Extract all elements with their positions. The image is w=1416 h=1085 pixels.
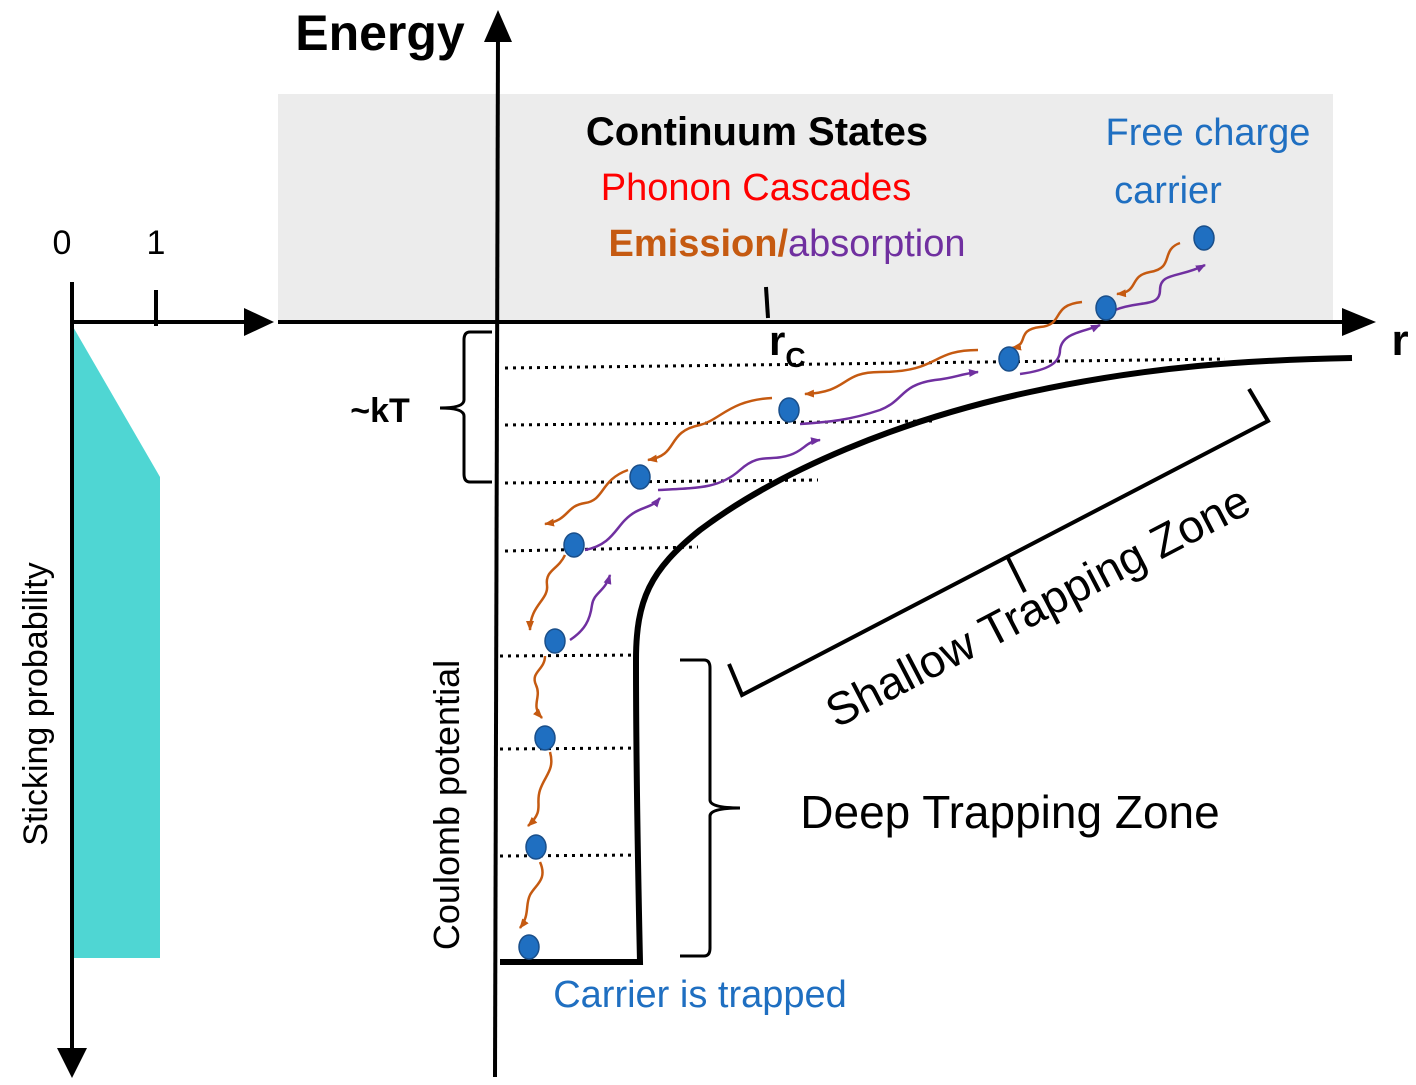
kt-label: ~kT — [350, 392, 410, 430]
free-carrier-dot — [1193, 225, 1215, 251]
probability-tick-1-label: 1 — [147, 224, 166, 262]
shallow-trapping-zone-label: Shallow Trapping Zone — [817, 474, 1258, 737]
emission-arrow — [544, 468, 629, 527]
energy-axis-label: Energy — [295, 5, 465, 61]
carrier-dot — [534, 725, 556, 751]
carrier-dot — [629, 464, 651, 490]
emission-arrow — [647, 396, 773, 463]
coulomb-potential-curve — [500, 355, 1353, 965]
emission-arrow — [518, 861, 544, 929]
emission-arrow — [532, 655, 547, 719]
carrier-dot — [563, 532, 585, 558]
continuum-states-title: Continuum States — [586, 110, 928, 154]
carrier-dot — [525, 834, 547, 860]
absorption-arrows — [569, 263, 1206, 642]
emission-arrows — [518, 241, 1181, 929]
carrier-dot — [1095, 295, 1117, 321]
energy-axis-arrow — [484, 10, 512, 42]
emission-arrow — [804, 348, 979, 398]
sticking-probability-fill — [72, 325, 160, 958]
free-charge-carrier-line1: Free charge — [1106, 112, 1311, 154]
absorption-arrow — [657, 437, 821, 492]
absorption-arrow — [799, 369, 979, 426]
shallow-trapping-bracket — [727, 387, 1271, 698]
shallow-trapping-bracket-tick — [1005, 555, 1027, 593]
probability-tick-0-label: 0 — [53, 224, 72, 262]
r-axis-arrow — [1342, 308, 1376, 336]
absorption-arrow — [1019, 323, 1101, 376]
energy-levels — [499, 357, 1226, 858]
emission-arrow — [1011, 300, 1083, 351]
rc-label: rC — [769, 317, 806, 373]
free-charge-carrier-line2: carrier — [1114, 170, 1222, 212]
carrier-dot — [998, 346, 1020, 372]
energy-level — [499, 653, 641, 658]
emission-arrow — [527, 751, 553, 827]
trapped-carrier-dot — [518, 934, 540, 960]
carrier-dot — [778, 397, 800, 423]
absorption-arrow — [569, 574, 612, 642]
phonon-cascades-label: Phonon Cascades — [601, 167, 912, 209]
absorption-arrow — [584, 497, 661, 552]
probability-axis-down-arrow — [57, 1048, 87, 1078]
rc-tick — [764, 286, 770, 319]
energy-level — [499, 853, 641, 858]
energy-axis — [493, 33, 500, 1078]
coulomb-potential-label: Coulomb potential — [426, 660, 467, 950]
emission-arrow — [1116, 241, 1181, 298]
energy-level — [504, 357, 1226, 370]
energy-level — [504, 545, 699, 553]
emission-arrow — [526, 554, 567, 631]
probability-axis-right-arrow — [244, 308, 274, 336]
carrier-trapped-label: Carrier is trapped — [553, 974, 847, 1016]
deep-trapping-brace — [680, 658, 741, 958]
kt-brace — [439, 330, 492, 484]
energy-level — [504, 419, 936, 427]
emission-absorption-label: Emission/absorption — [609, 223, 966, 265]
charge-carriers — [518, 225, 1215, 960]
continuum-band — [278, 94, 1333, 322]
deep-trapping-zone-label: Deep Trapping Zone — [800, 786, 1219, 838]
carrier-dot — [544, 628, 566, 654]
energy-level — [499, 746, 641, 751]
absorption-arrow — [1114, 263, 1206, 312]
r-axis-label: r — [1391, 316, 1408, 365]
sticking-probability-label: Sticking probability — [17, 562, 55, 845]
